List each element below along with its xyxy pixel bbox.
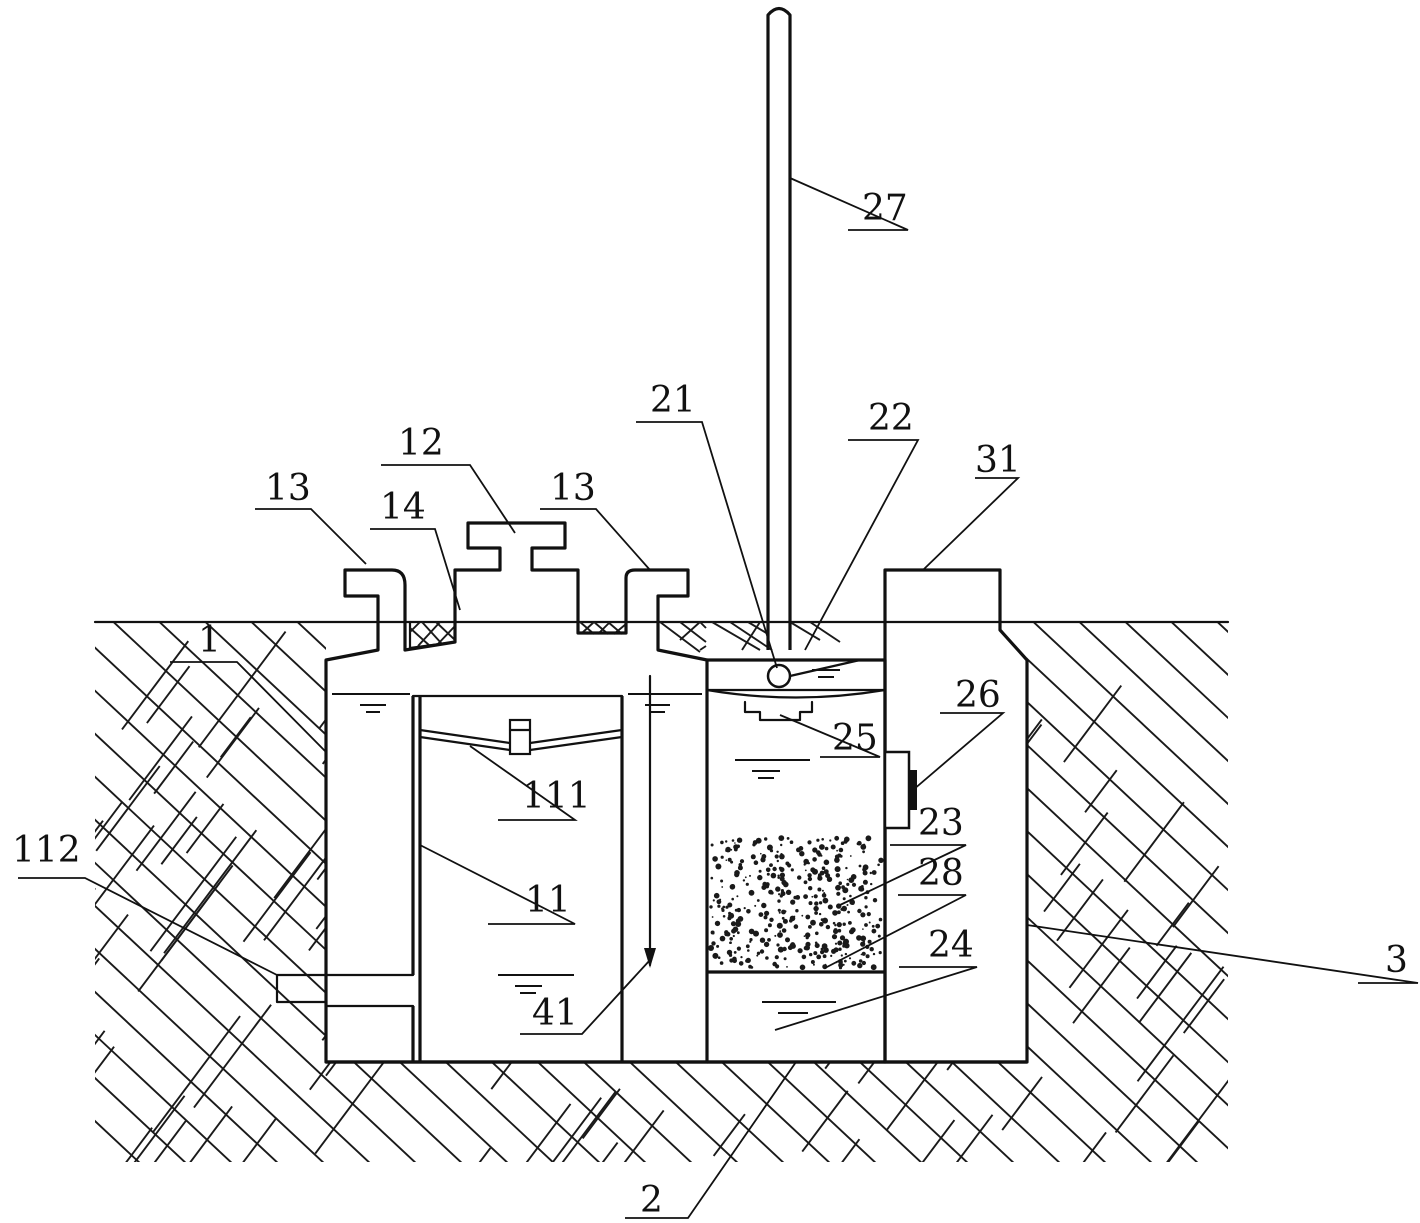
filter-media-23 bbox=[708, 835, 884, 971]
label-24: 24 bbox=[928, 925, 974, 966]
filter-plate-111 bbox=[418, 718, 624, 756]
label-28: 28 bbox=[918, 853, 964, 894]
tank-1-body bbox=[324, 521, 709, 1064]
label-23: 23 bbox=[918, 803, 964, 844]
label-31: 31 bbox=[975, 440, 1021, 481]
label-26: 26 bbox=[955, 675, 1001, 716]
label-3: 3 bbox=[1385, 940, 1408, 981]
label-13b: 13 bbox=[550, 468, 596, 509]
label-21: 21 bbox=[650, 380, 696, 421]
leaders bbox=[18, 177, 1419, 1219]
label-41: 41 bbox=[532, 993, 578, 1034]
label-1: 1 bbox=[198, 620, 221, 661]
inlet-pipe-112 bbox=[275, 973, 415, 1008]
label-25: 25 bbox=[832, 718, 878, 759]
water-levels-tank2 bbox=[735, 659, 862, 1014]
water-levels-tank1 bbox=[332, 693, 702, 994]
label-2: 2 bbox=[640, 1180, 663, 1221]
label-112: 112 bbox=[12, 830, 81, 871]
label-13a: 13 bbox=[265, 468, 311, 509]
label-111: 111 bbox=[522, 776, 591, 817]
soil-hatching bbox=[95, 622, 1228, 1162]
label-14: 14 bbox=[380, 487, 426, 528]
label-12: 12 bbox=[398, 423, 444, 464]
labels: 1 2 3 11 111 112 12 13 13 14 21 22 23 24… bbox=[12, 188, 1408, 1221]
label-27: 27 bbox=[862, 188, 908, 229]
label-22: 22 bbox=[868, 398, 914, 439]
vent-pipe-27 bbox=[766, 6, 792, 650]
label-11: 11 bbox=[525, 880, 571, 921]
